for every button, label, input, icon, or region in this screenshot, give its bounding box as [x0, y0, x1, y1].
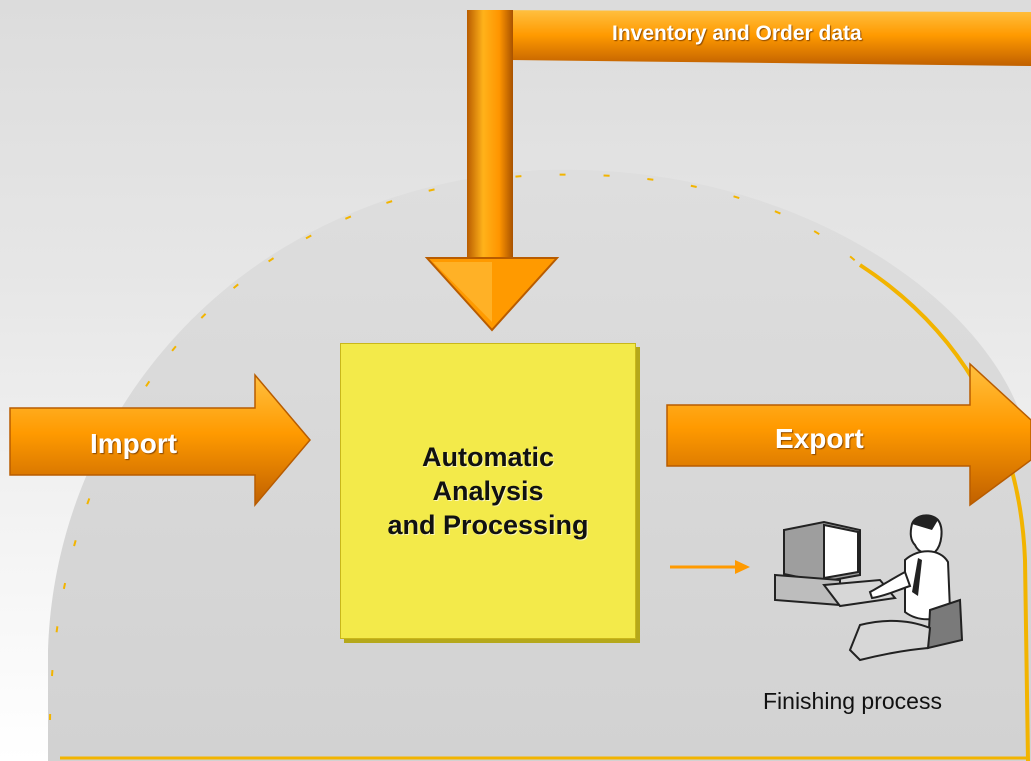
dome-dashed-edge — [49, 173, 861, 721]
inventory-order-data-label: Inventory and Order data — [612, 22, 862, 45]
process-box-line-2: Analysis — [432, 476, 544, 506]
process-box-line-3: and Processing — [387, 510, 589, 540]
import-arrow — [9, 372, 311, 508]
import-label: Import — [90, 428, 178, 459]
person-at-computer-icon — [774, 514, 964, 662]
process-box-line-1: Automatic — [421, 442, 554, 472]
inventory-arrow-stem — [467, 10, 513, 272]
finishing-process-caption: Finishing process — [763, 688, 942, 714]
inventory-arrow-bar — [470, 10, 1031, 66]
export-arrow — [666, 362, 1031, 507]
automatic-analysis-box: Automatic Analysis and Processing — [340, 343, 636, 639]
export-label: Export — [775, 423, 864, 454]
pointer-arrow-head — [735, 560, 750, 574]
